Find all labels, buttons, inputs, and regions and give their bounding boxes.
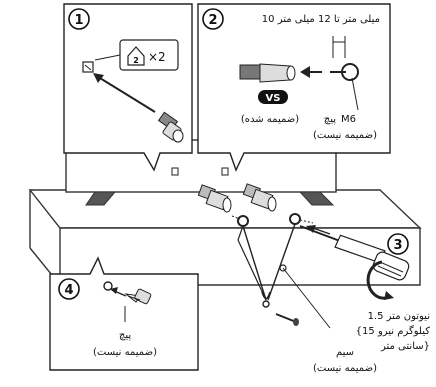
screw-size-label: M6 <box>341 114 356 125</box>
torque-line-1: 1.5 نیوتون متر <box>368 311 430 322</box>
step2-not-supplied-label: (ضمیمه نیست) <box>313 130 377 141</box>
screwdriver <box>299 225 410 281</box>
step2-number-label: 2 <box>208 13 217 28</box>
supplied-bracket <box>239 63 296 83</box>
step2-panel: 2 10 میلی متر تا 12 میلی متر VS (ضمیمه ش… <box>197 3 391 172</box>
step4-panel: 4 پیچ (ضمیمه نیست) <box>49 256 199 371</box>
step3-number-label: 3 <box>393 238 402 253</box>
step1-panel: 1 2 ×2 <box>63 3 193 172</box>
torque-line-2: {15 کیلوگرم نیرو <box>356 325 431 337</box>
mount-hole-right <box>221 167 229 176</box>
vs-badge <box>258 90 288 104</box>
wall-mount-bracket-icon: 2 <box>127 46 145 66</box>
step4-not-supplied-label: (ضمیمه نیست) <box>93 347 157 358</box>
wire-label: سیم <box>336 347 354 358</box>
step4-screw-label: پیچ <box>119 330 131 341</box>
wire-icon <box>237 223 331 329</box>
step2-screw-label: پیچ <box>324 114 336 125</box>
vs-badge-label: VS <box>266 93 281 104</box>
tv-stand-scene <box>28 139 422 286</box>
rotation-arrow-icon <box>366 260 394 300</box>
torque-line-3: سانتی متر} <box>380 341 430 352</box>
svg-text:2: 2 <box>133 56 139 65</box>
mount-hole-left <box>171 167 179 176</box>
bracket-right <box>242 183 277 212</box>
step1-quantity-label: ×2 <box>148 50 166 64</box>
supplied-label: (ضمیمه شده) <box>241 114 299 125</box>
screw-icon <box>124 288 152 305</box>
bracket-left <box>197 184 232 213</box>
distance-label: 10 میلی متر تا 12 میلی متر <box>262 14 380 25</box>
wall-screw <box>275 313 299 326</box>
screw-icon <box>157 111 184 143</box>
step4-number-label: 4 <box>64 283 73 298</box>
step1-number-label: 1 <box>74 13 83 28</box>
m6-eye-bolt <box>330 63 359 111</box>
wire-not-supplied-label: (ضمیمه نیست) <box>313 363 377 374</box>
step3-number: 3 <box>387 233 409 255</box>
